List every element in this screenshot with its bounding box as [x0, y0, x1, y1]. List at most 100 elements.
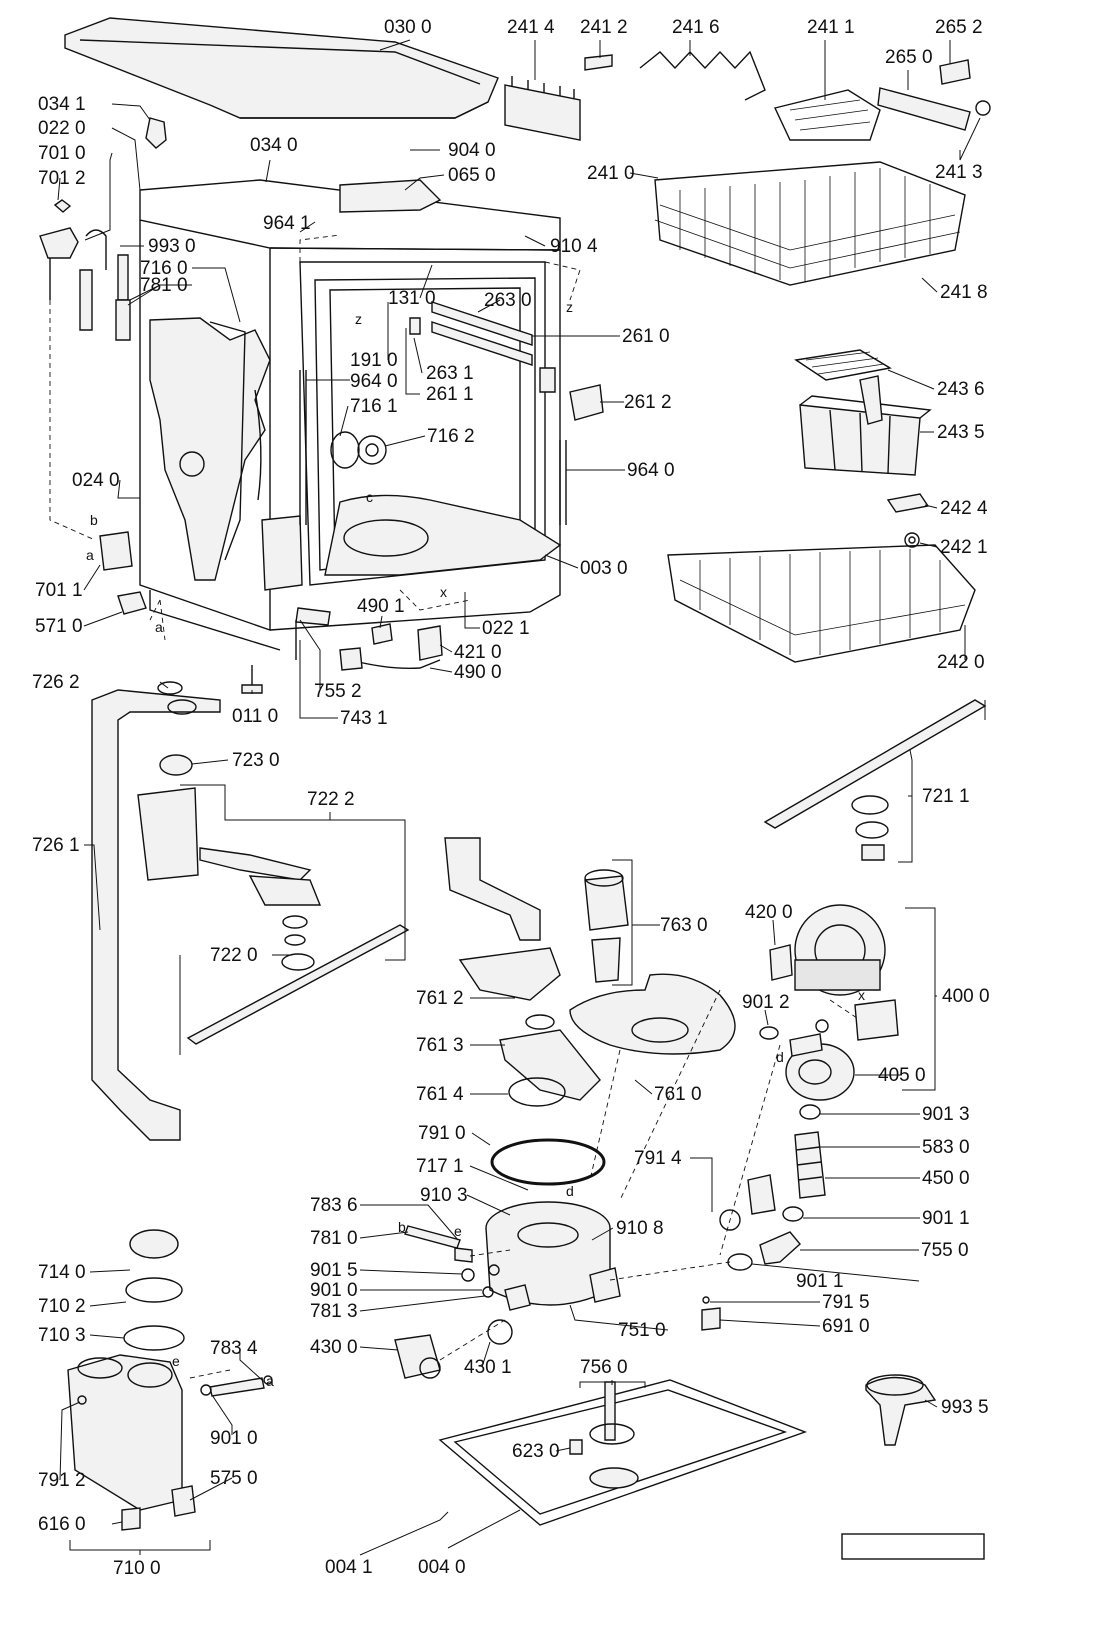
- label-490-0: 490 0: [454, 662, 502, 683]
- label-904-0: 904 0: [448, 140, 496, 161]
- label-901-3: 901 3: [922, 1104, 970, 1125]
- hose-450-0: [794, 1131, 826, 1199]
- label-964-0a: 964 0: [350, 371, 398, 392]
- label-261-0: 261 0: [622, 326, 670, 347]
- marker-e-1: e: [454, 1223, 462, 1239]
- label-781-3: 781 3: [310, 1301, 358, 1322]
- gasket-791-4: [719, 1209, 741, 1231]
- hinge-parts: [39, 199, 131, 341]
- upper-spray-arm-722-0: [137, 787, 410, 1045]
- label-265-0: 265 0: [885, 47, 933, 68]
- part-labels: 030 0 241 4 241 2 241 6 241 1 265 2 265 …: [32, 17, 990, 1579]
- marker-a-3: a: [266, 1373, 274, 1389]
- salt-container-710-0: [67, 1229, 196, 1531]
- dashed-guides: [49, 234, 861, 1379]
- tine-rack-241-4: [504, 76, 581, 141]
- leader-lines: [57, 39, 986, 1556]
- label-901-0b: 901 0: [210, 1428, 258, 1449]
- filter-763-0: [584, 869, 629, 983]
- label-011-0: 011 0: [232, 706, 278, 727]
- marker-z-1: z: [355, 311, 362, 327]
- seal-430-1: [487, 1319, 513, 1345]
- label-761-4: 761 4: [416, 1084, 464, 1105]
- label-714-0: 714 0: [38, 1262, 86, 1283]
- label-723-0: 723 0: [232, 750, 280, 771]
- label-241-1: 241 1: [807, 17, 855, 38]
- cutlery-basket-243-5: [799, 375, 932, 476]
- holder-261-2: [569, 384, 604, 421]
- clip-242-4: [886, 493, 930, 513]
- pump-housing-405-0: [785, 1033, 855, 1101]
- label-583-0: 583 0: [922, 1137, 970, 1158]
- label-030-0: 030 0: [384, 17, 432, 38]
- label-004-0: 004 0: [418, 1557, 466, 1578]
- filter-housing-761-3: [499, 1014, 601, 1101]
- label-261-1: 261 1: [426, 384, 474, 405]
- label-263-0: 263 0: [484, 290, 532, 311]
- base-plate-004-0: [438, 1379, 808, 1526]
- label-901-0a: 901 0: [310, 1280, 358, 1301]
- label-783-4: 783 4: [210, 1338, 258, 1359]
- label-024-0: 024 0: [72, 470, 120, 491]
- label-241-4: 241 4: [507, 17, 555, 38]
- label-191-0: 191 0: [350, 350, 398, 371]
- label-910-3: 910 3: [420, 1185, 468, 1206]
- label-265-2: 265 2: [935, 17, 983, 38]
- label-242-4: 242 4: [940, 498, 988, 519]
- seal-761-4: [508, 1077, 566, 1107]
- label-400-0: 400 0: [942, 986, 990, 1007]
- label-421-0: 421 0: [454, 642, 502, 663]
- clamp-901-1a: [782, 1206, 804, 1222]
- label-710-2: 710 2: [38, 1296, 86, 1317]
- label-430-0: 430 0: [310, 1337, 358, 1358]
- filter-plate-761-0: [569, 973, 736, 1055]
- marker-a-2: a: [155, 619, 163, 635]
- label-575-0: 575 0: [210, 1468, 258, 1489]
- label-450-0: 450 0: [922, 1168, 970, 1189]
- marker-c: c: [366, 489, 373, 505]
- marker-e-2: e: [172, 1353, 180, 1369]
- label-263-1: 263 1: [426, 363, 474, 384]
- label-623-0: 623 0: [512, 1441, 560, 1462]
- elbow-755-0: [759, 1231, 801, 1265]
- label-716-0: 716 0: [140, 258, 188, 279]
- upper-basket-241-0: [654, 161, 966, 286]
- label-243-6: 243 6: [937, 379, 985, 400]
- label-261-2: 261 2: [624, 392, 672, 413]
- label-761-2: 761 2: [416, 988, 464, 1009]
- label-964-1: 964 1: [263, 213, 311, 234]
- label-241-2: 241 2: [580, 17, 628, 38]
- label-701-2: 701 2: [38, 168, 86, 189]
- label-420-0: 420 0: [745, 902, 793, 923]
- label-791-0: 791 0: [418, 1123, 466, 1144]
- connection-markers: z z b a a c x x d d b e e a: [86, 299, 865, 1389]
- label-242-1: 242 1: [940, 537, 988, 558]
- label-717-1: 717 1: [416, 1156, 464, 1177]
- label-003-0: 003 0: [580, 558, 628, 579]
- label-701-0: 701 0: [38, 143, 86, 164]
- marker-d-2: d: [566, 1183, 574, 1199]
- label-701-1: 701 1: [35, 580, 83, 601]
- label-781-0b: 781 0: [310, 1228, 358, 1249]
- label-004-1: 004 1: [325, 1557, 373, 1578]
- sump-751-0: [485, 1201, 621, 1311]
- label-131-0: 131 0: [388, 288, 436, 309]
- label-022-0: 022 0: [38, 118, 86, 139]
- marker-a-1: a: [86, 547, 94, 563]
- stamp-box: [841, 1533, 985, 1560]
- label-691-0: 691 0: [822, 1316, 870, 1337]
- label-755-2: 755 2: [314, 681, 362, 702]
- clamp-901-1b: [727, 1253, 753, 1271]
- label-722-2: 722 2: [307, 789, 355, 810]
- label-763-0: 763 0: [660, 915, 708, 936]
- label-791-2: 791 2: [38, 1470, 86, 1491]
- marker-b-2: b: [398, 1219, 406, 1235]
- marker-x-1: x: [440, 584, 447, 600]
- label-791-4: 791 4: [634, 1148, 682, 1169]
- label-243-5: 243 5: [937, 422, 985, 443]
- connector-783-4: [200, 1375, 273, 1397]
- heater-781-0: [404, 1225, 500, 1298]
- label-241-8: 241 8: [940, 282, 988, 303]
- label-241-0: 241 0: [587, 163, 635, 184]
- seal-strips: [299, 370, 567, 525]
